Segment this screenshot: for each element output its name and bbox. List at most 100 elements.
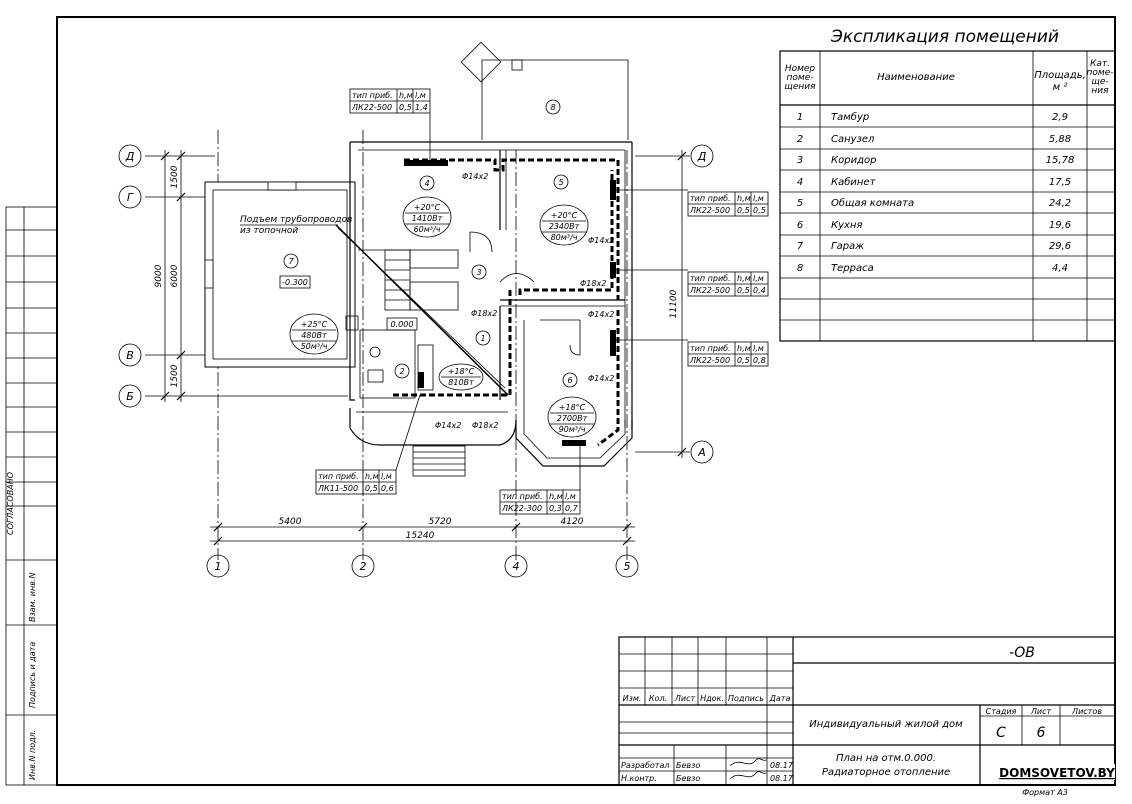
dim-label: 6000: [170, 264, 180, 287]
bathroom-walls: [359, 329, 416, 399]
row-name: Коридор: [831, 155, 876, 166]
radiator-table: тип приб. h,м l,м ЛК22-500 0,5 0,4: [616, 269, 769, 297]
row-name: Кухня: [831, 220, 863, 231]
axis-bubble: [118, 144, 142, 168]
garage-walls: [204, 181, 356, 368]
room-number: 3: [476, 268, 481, 277]
pipe-label: Φ14x2: [462, 172, 488, 181]
floor-plan: -0.300 0.000: [204, 41, 633, 477]
radiator: [610, 262, 616, 278]
rt-head-type: тип приб.: [690, 194, 731, 203]
stage-value: С: [996, 725, 1006, 741]
radiator-table: тип приб. h,м l,м ЛК22-500 0,5 0,8: [616, 339, 769, 367]
drawing-title-2: Радиаторное отопление: [822, 767, 950, 778]
heat-temp: +18°C: [559, 403, 586, 412]
row-area: 29,6: [1049, 241, 1071, 252]
stage-header: Стадия: [986, 707, 1017, 716]
developed-date: 08.17: [770, 761, 794, 770]
rt-h: 0,5: [737, 356, 750, 365]
axis-bubble: [351, 554, 375, 578]
watermark: DOMSOVETOV.BY: [999, 766, 1115, 780]
axis-label: Б: [126, 390, 134, 403]
dim-label: 5720: [429, 517, 452, 527]
rt-head-type: тип приб.: [318, 472, 359, 481]
terrace-stair: [460, 41, 502, 83]
rt-type: ЛК22-500: [689, 286, 730, 295]
heat-label-bath: +18°C 810Вт: [438, 363, 484, 391]
rt-head-l: l,м: [753, 194, 764, 203]
checked-date: 08.17: [770, 774, 794, 783]
dim-label: 5400: [279, 517, 302, 527]
rt-h: 0,3: [549, 504, 562, 513]
axis-bubble: [118, 384, 142, 408]
rt-l: 0,8: [753, 356, 766, 365]
sheet-header: Лист: [1030, 707, 1052, 716]
rt-head-h: h,м: [399, 91, 413, 100]
row-number: 4: [797, 177, 803, 188]
rt-head-h: h,м: [737, 194, 751, 203]
radiator: [610, 330, 616, 356]
heat-flow: 80м³/ч: [551, 233, 578, 242]
rt-type: ЛК22-300: [501, 504, 542, 513]
project-name: Индивидуальный жилой дом: [809, 719, 963, 730]
row-name: Общая комната: [831, 197, 914, 209]
pipe-label: Φ18x2: [580, 279, 606, 288]
room-number: 8: [550, 103, 555, 112]
dim-total: 15240: [406, 531, 435, 541]
sign-date-label: Подпись и дата: [28, 642, 37, 708]
pipe-label: Φ14x2: [588, 236, 614, 245]
riser-label-2: из топочной: [240, 226, 298, 236]
checker-name: Бевзо: [676, 774, 700, 783]
axis-label: Д: [125, 150, 135, 163]
pipe-label: Φ14x2: [435, 421, 461, 430]
explication-rows: 1 Тамбур 2,9 2 Санузел 5,88 3 Коридор 15…: [797, 111, 1075, 274]
rt-head-l: l,м: [381, 472, 392, 481]
room-number: 6: [567, 376, 572, 385]
pipe-label: Φ18x2: [472, 421, 498, 430]
rt-type: ЛК22-500: [689, 356, 730, 365]
explication-title: Экспликация помещений: [830, 27, 1059, 47]
heat-flow: 50м³/ч: [301, 342, 328, 351]
rt-head-l: l,м: [415, 91, 426, 100]
axis-label: Г: [127, 191, 134, 204]
riser-label-1: Подъем трубопроводов: [240, 215, 352, 225]
rt-head-h: h,м: [737, 274, 751, 283]
drawing-title-1: План на отм.0.000.: [836, 753, 936, 764]
rt-head-type: тип приб.: [690, 274, 731, 283]
heat-label-kitchen: +18°C 2700Вт 90м³/ч: [547, 396, 597, 438]
room-number: 2: [399, 367, 404, 376]
row-name: Терраса: [831, 263, 874, 274]
radiators: [404, 160, 616, 446]
rt-h: 0,5: [737, 286, 750, 295]
row-name: Кабинет: [831, 176, 877, 188]
axis-label: Д: [697, 150, 707, 163]
heating-pipes: [335, 158, 620, 447]
room-number: 5: [558, 178, 563, 187]
axis-label: В: [126, 349, 134, 362]
rt-h: 0,5: [399, 103, 412, 112]
room-heat-labels: +20°C 1410Вт 60м³/ч +20°C 2340Вт 80м³/ч …: [289, 196, 597, 438]
drawing-code: -ОВ: [1009, 645, 1035, 661]
row-number: 7: [797, 241, 804, 252]
row-area: 15,78: [1046, 155, 1075, 166]
pipe-label: Φ14x2: [588, 310, 614, 319]
heat-temp: +20°C: [414, 203, 441, 212]
axis-bubble: [690, 144, 714, 168]
rt-l: 0,7: [565, 504, 579, 513]
col-header: Ндок.: [700, 694, 724, 703]
axis-label: 2: [360, 560, 367, 573]
sheet-value: 6: [1037, 725, 1046, 741]
axis-bubble: [504, 554, 528, 578]
rt-head-l: l,м: [753, 274, 764, 283]
rt-head-h: h,м: [365, 472, 379, 481]
terrace-outline: [481, 59, 629, 140]
row-area: 2,9: [1052, 112, 1068, 123]
pipe-run: [518, 170, 614, 295]
header-name: Наименование: [877, 72, 955, 83]
left-stamp: СОГЛАСОВАНО Взам. инв.N Подпись и дата И…: [5, 206, 58, 786]
rt-head-l: l,м: [565, 492, 576, 501]
heat-power: 810Вт: [448, 378, 474, 387]
